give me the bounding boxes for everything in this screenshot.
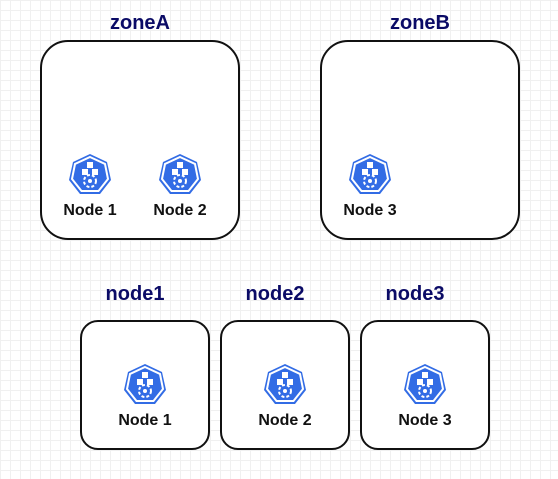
node-label: Node 2 (258, 412, 312, 429)
node-label: Node 2 (153, 202, 207, 219)
host-title: node2 (245, 283, 305, 305)
zone-container: Node 3 (320, 40, 520, 240)
node-label: Node 1 (118, 412, 172, 429)
node-card: Node 2 (140, 152, 220, 220)
host-container: Node 3 (360, 320, 490, 450)
kubernetes-node-icon (122, 362, 168, 408)
node-label: Node 3 (343, 202, 397, 219)
host-title: node3 (385, 283, 445, 305)
node-card: Node 1 (105, 362, 185, 430)
kubernetes-node-icon (402, 362, 448, 408)
zone-title: zoneB (390, 12, 450, 34)
node-card: Node 2 (245, 362, 325, 430)
kubernetes-node-icon (347, 152, 393, 198)
node-card: Node 3 (385, 362, 465, 430)
node-label: Node 3 (398, 412, 452, 429)
node-card: Node 3 (330, 152, 410, 220)
host-container: Node 1 (80, 320, 210, 450)
host-container: Node 2 (220, 320, 350, 450)
kubernetes-node-icon (157, 152, 203, 198)
node-label: Node 1 (63, 202, 117, 219)
kubernetes-node-icon (262, 362, 308, 408)
zone-container: Node 1 Node 2 (40, 40, 240, 240)
kubernetes-node-icon (67, 152, 113, 198)
node-card: Node 1 (50, 152, 130, 220)
host-title: node1 (105, 283, 165, 305)
zone-title: zoneA (110, 12, 170, 34)
